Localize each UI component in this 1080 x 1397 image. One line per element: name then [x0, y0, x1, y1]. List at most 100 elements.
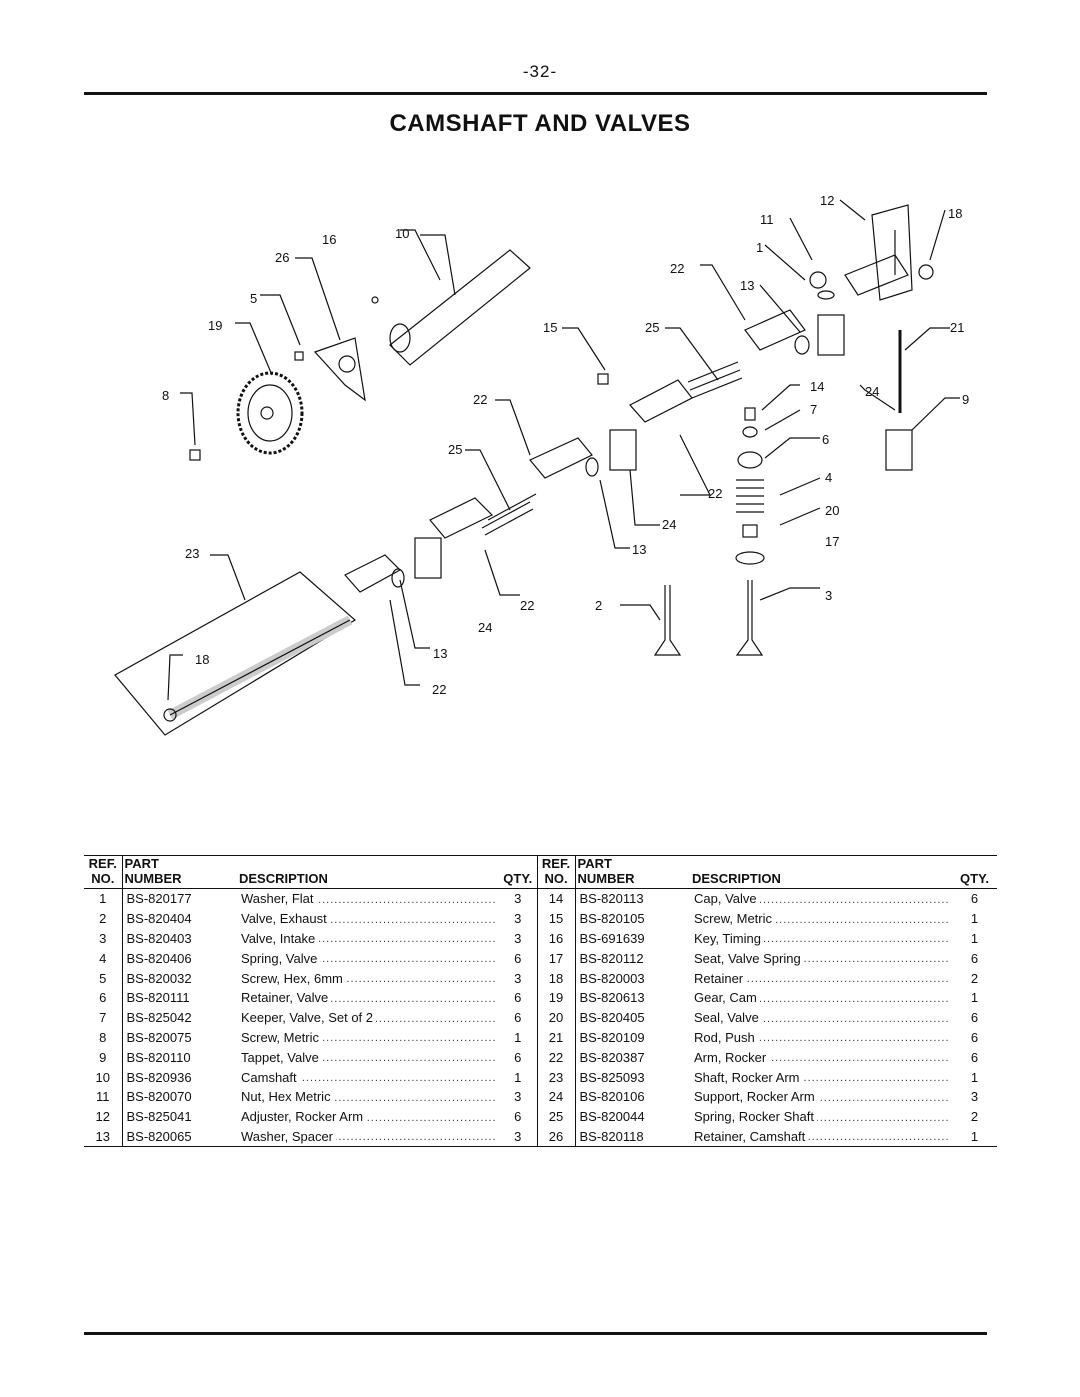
ref-number: 1 [99, 891, 107, 907]
quantity: 3 [514, 930, 522, 946]
adjuster-packet-icon [871, 204, 913, 301]
quantity: 2 [970, 970, 979, 986]
part-description-text: Spring, Rocker Shaft [694, 1109, 817, 1125]
part-description: Nut, Hex Metric [237, 1087, 499, 1107]
valve-spring-seat-icon [735, 551, 765, 565]
rocker-shaft-plate [114, 571, 357, 736]
ref-number: 21 [536, 1027, 575, 1048]
part-description-text: Gear, Cam [694, 990, 760, 1006]
ref-number: 17 [536, 948, 575, 969]
part-description: Retainer [690, 968, 952, 988]
part-description: Retainer, Valve [237, 988, 499, 1008]
part-description-text: Camshaft [241, 1069, 300, 1085]
screw-15-icon [597, 373, 609, 385]
part-description: Screw, Metric [237, 1028, 499, 1048]
header-number: NUMBER [574, 871, 690, 889]
part-number: BS-820110 [121, 1047, 237, 1068]
ref-number: 22 [536, 1047, 575, 1068]
part-description-text: Nut, Hex Metric [241, 1089, 334, 1105]
camshaft-icon [389, 249, 531, 366]
part-description-text: Rod, Push [694, 1029, 758, 1045]
part-description-text: Valve, Intake [241, 930, 319, 946]
quantity: 6 [970, 1010, 979, 1026]
callout-label: 13 [632, 542, 646, 557]
ref-number: 9 [99, 1049, 107, 1065]
part-number: BS-820070 [121, 1086, 237, 1107]
part-description-text: Retainer, Valve [241, 990, 332, 1006]
screw-5-icon [294, 351, 304, 361]
callout-label: 2 [595, 598, 602, 613]
ref-number: 25 [536, 1106, 575, 1127]
part-description: Shaft, Rocker Arm [690, 1067, 952, 1087]
part-number: BS-820403 [121, 928, 237, 949]
part-description: Cap, Valve [690, 889, 952, 909]
quantity: 1 [514, 1069, 522, 1085]
callout-label: 23 [185, 546, 199, 561]
ref-number: 13 [95, 1128, 110, 1144]
callout-label: 25 [645, 320, 659, 335]
quantity: 1 [970, 911, 979, 927]
callout-label: 8 [162, 388, 169, 403]
ref-number: 5 [99, 970, 107, 986]
callout-label: 24 [478, 620, 492, 635]
part-number: BS-691639 [574, 928, 690, 949]
callout-label: 14 [810, 379, 824, 394]
rocker-shaft-spring-icon [481, 493, 537, 536]
callout-label: 24 [865, 384, 879, 399]
callout-label: 22 [708, 486, 722, 501]
ref-number: 19 [536, 987, 575, 1008]
part-description: Key, Timing [690, 929, 952, 949]
header-no: NO. [84, 871, 122, 889]
ref-number: 14 [536, 888, 575, 909]
part-description-text: Screw, Hex, 6mm [241, 970, 346, 986]
header-number: NUMBER [121, 871, 237, 889]
part-description-text: Screw, Metric [694, 911, 776, 927]
part-number: BS-820032 [121, 968, 237, 988]
ref-number: 20 [536, 1007, 575, 1028]
part-number: BS-820003 [574, 968, 690, 988]
callout-label: 4 [825, 470, 832, 485]
part-description: Rod, Push [690, 1028, 952, 1048]
callout-label: 13 [433, 646, 447, 661]
part-description: Spring, Valve [237, 948, 499, 968]
callout-label: 15 [543, 320, 557, 335]
callout-label: 9 [962, 392, 969, 407]
header-qty: QTY. [499, 871, 537, 889]
part-description: Washer, Flat [237, 889, 499, 909]
callout-label: 13 [740, 278, 754, 293]
part-description-text: Retainer [694, 970, 747, 986]
callout-label: 22 [520, 598, 534, 613]
quantity: 3 [970, 1089, 979, 1105]
callout-label: 12 [820, 193, 834, 208]
quantity: 6 [970, 1049, 979, 1065]
part-description: Spring, Rocker Shaft [690, 1107, 952, 1127]
quantity: 3 [514, 1089, 522, 1105]
header-ref: REF. [536, 856, 575, 871]
parts-list-table: REF. PART REF. PART NO. NUMBER DESCRIPTI… [84, 855, 997, 1148]
part-number: BS-820387 [574, 1047, 690, 1068]
quantity: 1 [970, 990, 979, 1006]
callout-labels: 12 18 11 16 10 1 26 22 13 5 19 15 25 21 … [162, 193, 969, 697]
page-title: CAMSHAFT AND VALVES [389, 110, 691, 137]
part-number: BS-820112 [574, 948, 690, 969]
exhaust-valve-icon [653, 585, 682, 656]
part-description-text: Seat, Valve Spring [694, 950, 804, 966]
ref-number: 12 [95, 1109, 110, 1125]
diagram-svg: 12 18 11 16 10 1 26 22 13 5 19 15 25 21 … [114, 193, 969, 736]
ref-number: 3 [99, 930, 107, 946]
header-no: NO. [536, 871, 575, 889]
camshaft-retainer-plate [313, 337, 366, 402]
part-description: Retainer, Camshaft [690, 1127, 952, 1147]
part-description-text: Key, Timing [694, 930, 764, 946]
callout-label: 5 [250, 291, 257, 306]
intake-valve-icon [735, 580, 764, 656]
callout-label: 25 [448, 442, 462, 457]
header-row-top: REF. PART REF. PART [84, 856, 997, 871]
callout-label: 22 [432, 682, 446, 697]
callout-label: 3 [825, 588, 832, 603]
